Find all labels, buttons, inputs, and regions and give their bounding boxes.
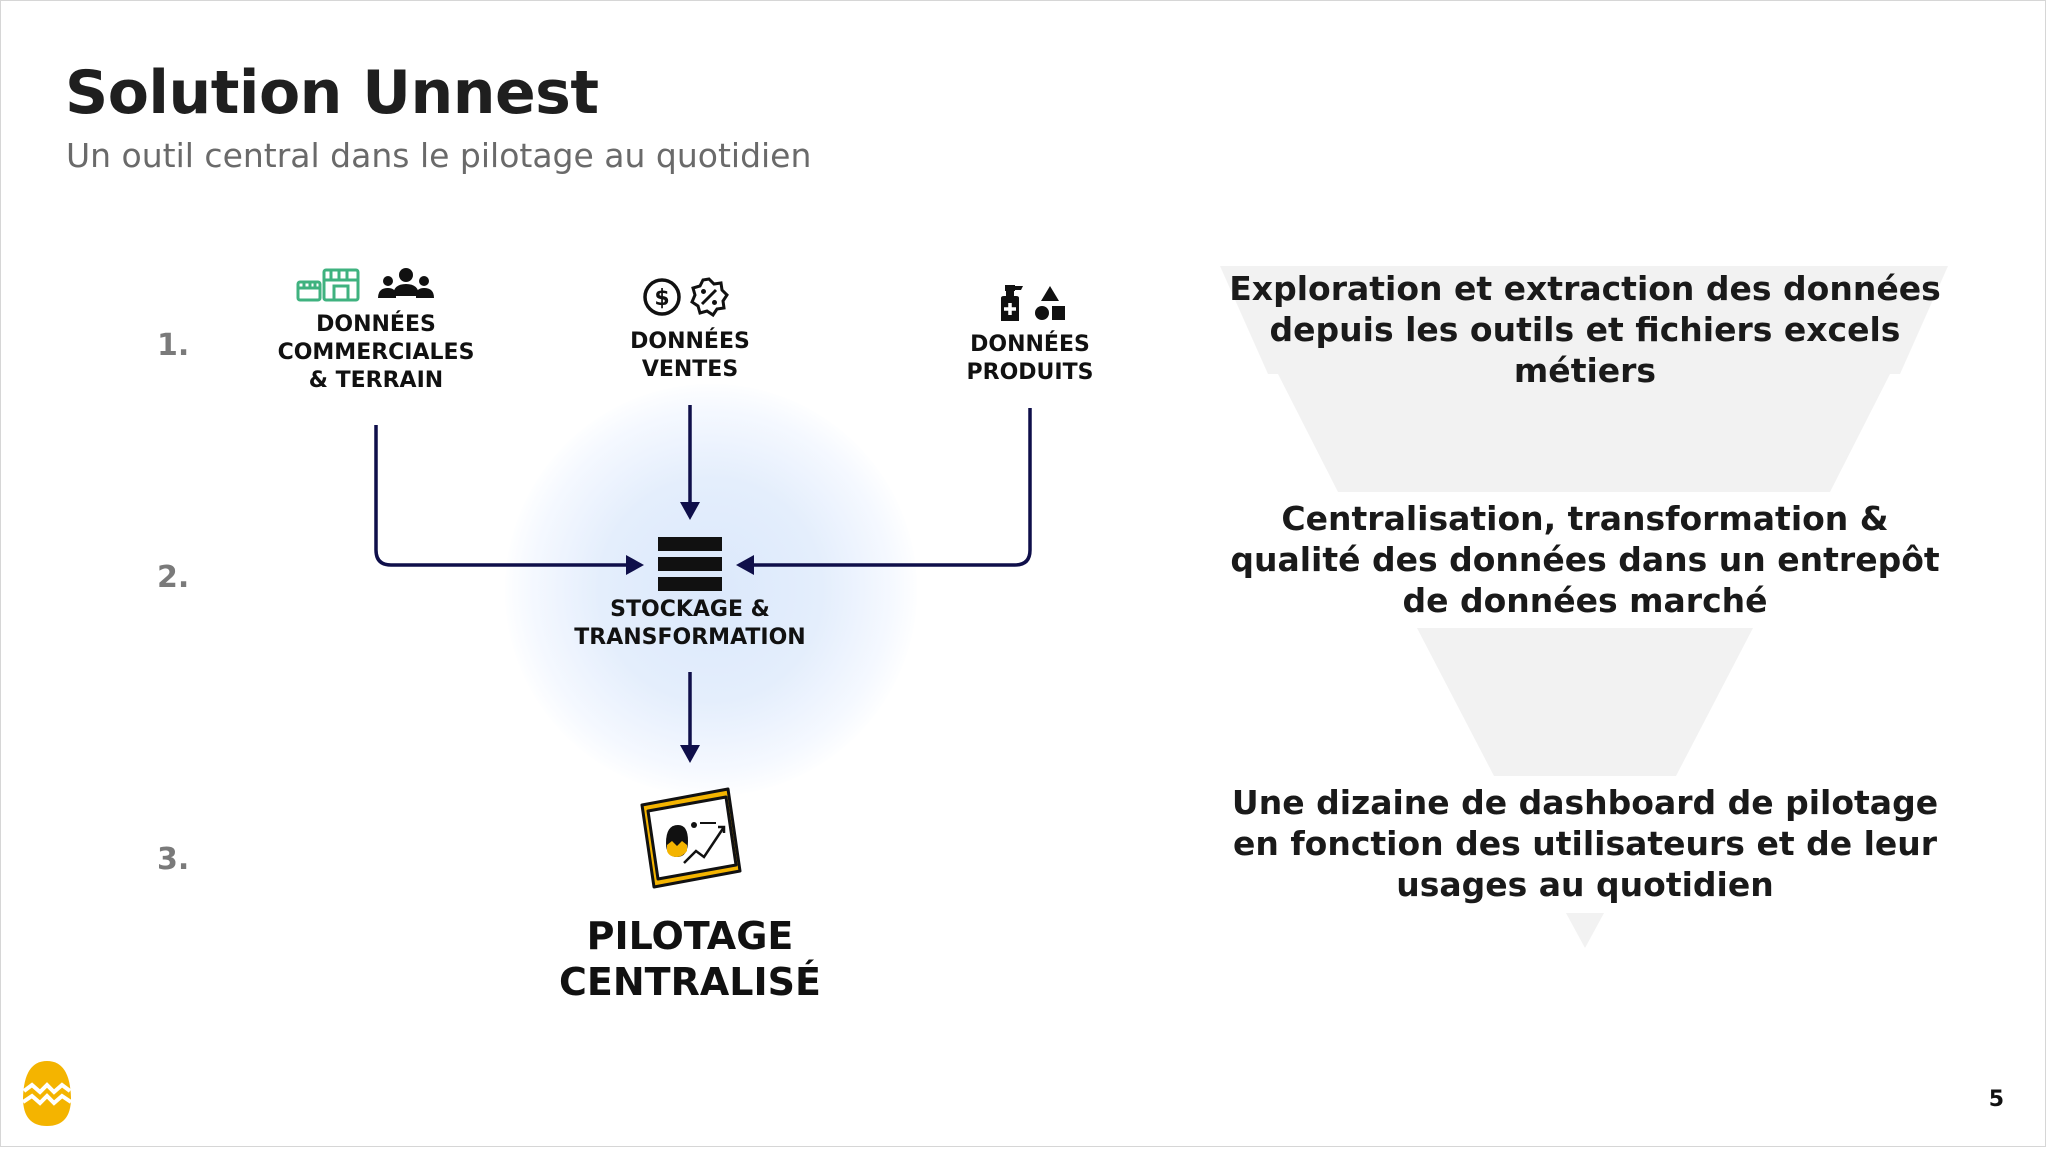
funnel-text-2: Centralisation, transformation & qualité… — [1230, 499, 1940, 620]
step-number-2: 2. — [157, 560, 190, 595]
funnel-band-2 — [1417, 628, 1753, 776]
discount-badge-icon — [690, 277, 729, 318]
funnel-tip — [1566, 913, 1604, 948]
source-label-commercial: DONNÉES COMMERCIALES & TERRAIN — [277, 312, 475, 393]
dollar-coin-icon: $ — [643, 278, 681, 316]
funnel-text-3: Une dizaine de dashboard de pilotage en … — [1231, 783, 1939, 904]
store-icon — [296, 268, 360, 302]
funnel-text-1: Exploration et extraction des données de… — [1229, 269, 1941, 390]
funnel-band-1 — [1278, 374, 1890, 492]
funnel-band-top — [1220, 266, 1948, 374]
connector-commercial — [374, 425, 630, 567]
slide-title: Solution Unnest — [65, 58, 599, 128]
storage-label: STOCKAGE & TRANSFORMATION — [574, 597, 806, 650]
shapes-icon — [1035, 286, 1065, 320]
output-label: PILOTAGE CENTRALISÉ — [559, 914, 821, 1004]
database-stack-icon — [658, 537, 722, 591]
funnel-graphic — [1220, 266, 1948, 948]
arrowhead-commercial — [626, 555, 644, 575]
svg-text:$: $ — [654, 286, 669, 311]
arrowhead-ventes — [680, 502, 700, 520]
source-label-produits: DONNÉES PRODUITS — [966, 332, 1094, 385]
arrowhead-produits — [736, 555, 754, 575]
dashboard-screen-icon — [640, 787, 742, 889]
spray-bottle-icon — [1001, 285, 1023, 321]
connector-produits — [752, 408, 1032, 567]
egg-logo-icon — [21, 1061, 73, 1126]
step-number-1: 1. — [157, 328, 190, 363]
page-number: 5 — [1988, 1087, 2004, 1112]
team-icon — [378, 268, 434, 298]
step-number-3: 3. — [157, 842, 190, 877]
source-label-ventes: DONNÉES VENTES — [630, 329, 750, 382]
arrowhead-output — [680, 745, 700, 763]
slide-subtitle: Un outil central dans le pilotage au quo… — [66, 136, 812, 175]
